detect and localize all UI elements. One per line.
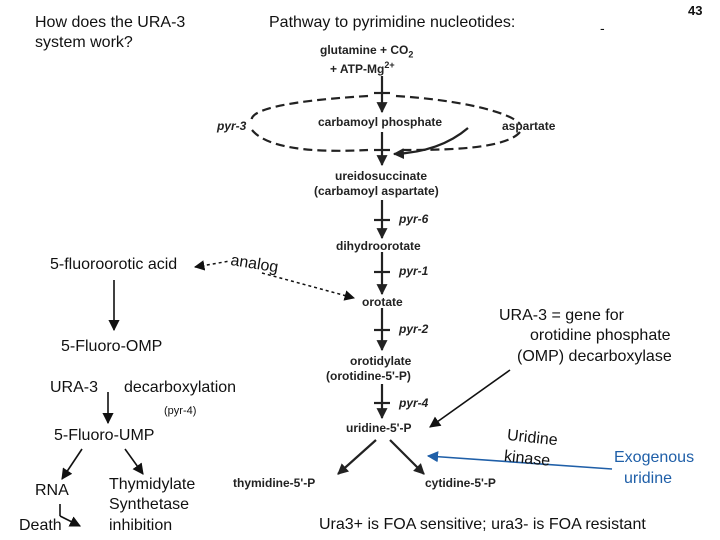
pyr3-loop-right-top [395,94,521,125]
arrow-rna-to-death-head [59,515,82,527]
ureidosuccinate: ureidosuccinate [335,169,428,183]
rna-label: RNA [35,482,69,499]
analog-arrow-start [193,260,231,271]
arrow-to-thymidine-5p [337,439,377,475]
exogenous-line1: Exogenous [614,449,695,466]
question-line1: How does the URA-3 [35,14,186,31]
co2-subscript: 2 [408,49,414,60]
arrow-to-ts [124,448,144,475]
death-label: Death [19,517,62,534]
ts-line3: inhibition [109,517,173,534]
slide-title: Pathway to pyrimidine nucleotides: [269,14,516,31]
uridine-5p: uridine-5'-P [346,421,412,435]
pyr4-note: (pyr-4) [164,405,197,417]
orotidylate: orotidylate [350,354,412,368]
enzyme-pyr6: pyr-6 [399,212,429,226]
fump-label: 5-Fluoro-UMP [54,427,155,444]
pyr3-loop [250,94,521,152]
foa-label: 5-fluoroorotic acid [50,256,178,273]
carbamoyl-aspartate: (carbamoyl aspartate) [314,184,439,198]
ura3-label: URA-3 [50,379,99,396]
slide-number: 43 [688,3,703,18]
analog-arrow-to-orotate [261,272,356,301]
dihydroorotate: dihydroorotate [336,239,421,253]
aspartate: aspartate [502,119,556,133]
carbamoyl-phosphate: carbamoyl phosphate [318,115,443,129]
orotidine-5p: (orotidine-5'-P) [326,369,411,383]
thymidine-5p: thymidine-5'-P [233,476,316,490]
pathway-steps [337,76,469,475]
enzyme-pyr3: pyr-3 [217,119,247,133]
ts-line1: Thymidylate [109,476,196,493]
pathway-start-line1: glutamine + CO2 [320,43,414,60]
ura3-def-line3: (OMP) decarboxylase [517,348,672,365]
ts-line2: Synthetase [109,496,190,513]
mg-superscript: 2+ [384,60,395,70]
arrow-aspartate-join [392,127,469,160]
fomp-label: 5-Fluoro-OMP [61,338,163,355]
footer-note: Ura3+ is FOA sensitive; ura3- is FOA res… [319,516,646,533]
ura3-def-line2: orotidine phosphate [530,327,671,344]
decarboxylation-label: decarboxylation [124,379,237,396]
ura3-def-line1: URA-3 = gene for [499,307,624,324]
exogenous-line2: uridine [624,470,673,487]
pyr3-loop-right-bottom [397,131,521,152]
orotate: orotate [362,295,403,309]
enzyme-pyr2: pyr-2 [399,322,429,336]
uridine-kinase-arrow [426,451,613,470]
cytidine-5p: cytidine-5'-P [425,476,496,490]
arrow-to-cytidine-5p [389,439,425,475]
question-line2: system work? [35,34,133,51]
pyr3-loop-top [250,94,369,123]
enzyme-pyr1: pyr-1 [399,264,429,278]
pathway-start-line2: + ATP-Mg2+ [330,60,395,76]
arrow-to-rna [61,448,83,480]
arrow-ura3-to-pyr4 [429,369,511,428]
pyr3-loop-bottom [251,129,369,152]
enzyme-pyr4: pyr-4 [399,396,429,410]
dash-mark: - [600,20,605,36]
